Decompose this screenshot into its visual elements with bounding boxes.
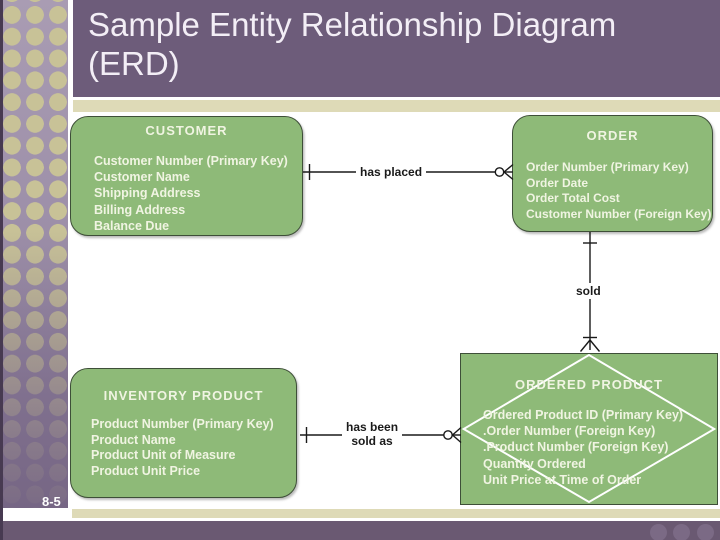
relationship-label-line1: has been bbox=[346, 420, 399, 434]
footer-dot bbox=[673, 524, 690, 540]
attribute: Order Total Cost bbox=[526, 191, 620, 206]
attribute: Product Unit Price bbox=[91, 463, 201, 478]
relationship-label-sold: sold bbox=[572, 283, 605, 299]
associative-entity-diamond bbox=[461, 354, 717, 504]
attribute: Product Number (Primary Key) bbox=[91, 417, 274, 431]
entity-ordered-product-attributes: Ordered Product ID (Primary Key) .Order … bbox=[461, 407, 717, 488]
attribute: Quantity Ordered bbox=[483, 456, 586, 471]
attribute: Ordered Product ID (Primary Key) bbox=[483, 408, 684, 422]
attribute: Unit Price at Time of Order bbox=[483, 472, 642, 487]
attribute: .Order Number (Foreign Key) bbox=[483, 424, 656, 439]
zero-circle-icon bbox=[494, 167, 505, 177]
attribute: Customer Number (Primary Key) bbox=[94, 154, 288, 168]
attribute: Billing Address bbox=[94, 202, 186, 217]
accent-bar-bottom bbox=[72, 509, 720, 518]
relationship-label-has-been-sold-as: has been sold as bbox=[342, 419, 403, 449]
attribute: Product Name bbox=[91, 432, 176, 447]
slide-title-line2: (ERD) bbox=[88, 45, 180, 82]
crow-foot-icon bbox=[589, 339, 601, 352]
entity-order: ORDER Order Number (Primary Key) Order D… bbox=[512, 115, 713, 232]
attribute: Shipping Address bbox=[94, 186, 201, 201]
attribute: Customer Name bbox=[94, 170, 190, 185]
sidebar-dot-pattern bbox=[0, 0, 68, 508]
attribute: Balance Due bbox=[94, 218, 170, 233]
slide-title: Sample Entity Relationship Diagram (ERD) bbox=[73, 0, 720, 97]
entity-inventory-product-title: INVENTORY PRODUCT bbox=[103, 388, 264, 403]
zero-circle-icon bbox=[443, 430, 453, 440]
footer-bar bbox=[0, 521, 720, 540]
entity-ordered-product-title: ORDERED PRODUCT bbox=[515, 377, 663, 392]
accent-bar-top bbox=[73, 100, 720, 112]
relationship-label-has-placed: has placed bbox=[356, 164, 427, 180]
footer-dot bbox=[697, 524, 714, 540]
relationship-label-line2: sold as bbox=[351, 434, 393, 448]
attribute: Order Date bbox=[526, 175, 589, 190]
page-number: 8-5 bbox=[42, 494, 61, 509]
footer-dot bbox=[650, 524, 667, 540]
entity-customer-attributes: Customer Number (Primary Key) Customer N… bbox=[71, 153, 302, 234]
slide-title-line1: Sample Entity Relationship Diagram bbox=[88, 6, 617, 43]
entity-inventory-product: INVENTORY PRODUCT Product Number (Primar… bbox=[70, 368, 297, 498]
attribute: Order Number (Primary Key) bbox=[526, 160, 689, 174]
attribute: Customer Number (Foreign Key) bbox=[526, 206, 712, 221]
slide-left-border bbox=[0, 0, 3, 540]
crow-foot-icon bbox=[579, 339, 591, 352]
attribute: .Product Number (Foreign Key) bbox=[483, 440, 669, 455]
entity-customer-title: CUSTOMER bbox=[145, 123, 228, 138]
entity-ordered-product: ORDERED PRODUCT Ordered Product ID (Prim… bbox=[460, 353, 718, 505]
entity-inventory-product-attributes: Product Number (Primary Key) Product Nam… bbox=[71, 417, 296, 479]
entity-order-attributes: Order Number (Primary Key) Order Date Or… bbox=[513, 160, 712, 222]
entity-customer: CUSTOMER Customer Number (Primary Key) C… bbox=[70, 116, 303, 236]
attribute: Product Unit of Measure bbox=[91, 448, 236, 463]
entity-order-title: ORDER bbox=[586, 128, 639, 143]
